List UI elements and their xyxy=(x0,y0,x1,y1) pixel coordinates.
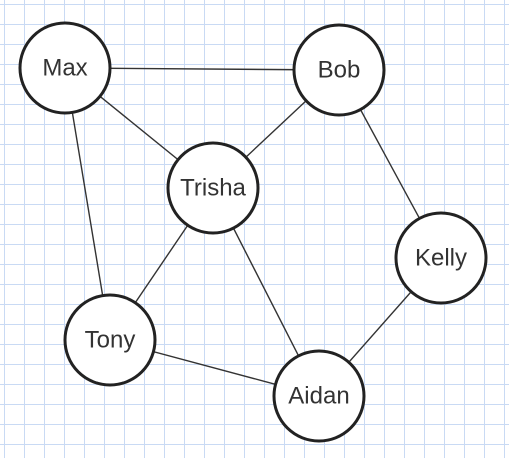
node-circle-trisha xyxy=(166,141,260,235)
node-label-trisha: Trisha xyxy=(180,175,246,202)
node-circle-max xyxy=(18,21,112,115)
node-kelly: Kelly xyxy=(394,211,488,305)
node-tony: Tony xyxy=(63,293,157,387)
node-label-kelly: Kelly xyxy=(415,245,467,272)
node-trisha: Trisha xyxy=(166,141,260,235)
node-label-bob: Bob xyxy=(318,57,361,84)
node-circle-tony xyxy=(63,293,157,387)
node-circle-aidan xyxy=(272,349,366,443)
node-bob: Bob xyxy=(292,23,386,117)
node-aidan: Aidan xyxy=(272,349,366,443)
node-label-max: Max xyxy=(42,55,87,82)
node-max: Max xyxy=(18,21,112,115)
node-label-tony: Tony xyxy=(85,327,136,354)
node-label-aidan: Aidan xyxy=(288,383,349,410)
node-circle-kelly xyxy=(394,211,488,305)
node-circle-bob xyxy=(292,23,386,117)
